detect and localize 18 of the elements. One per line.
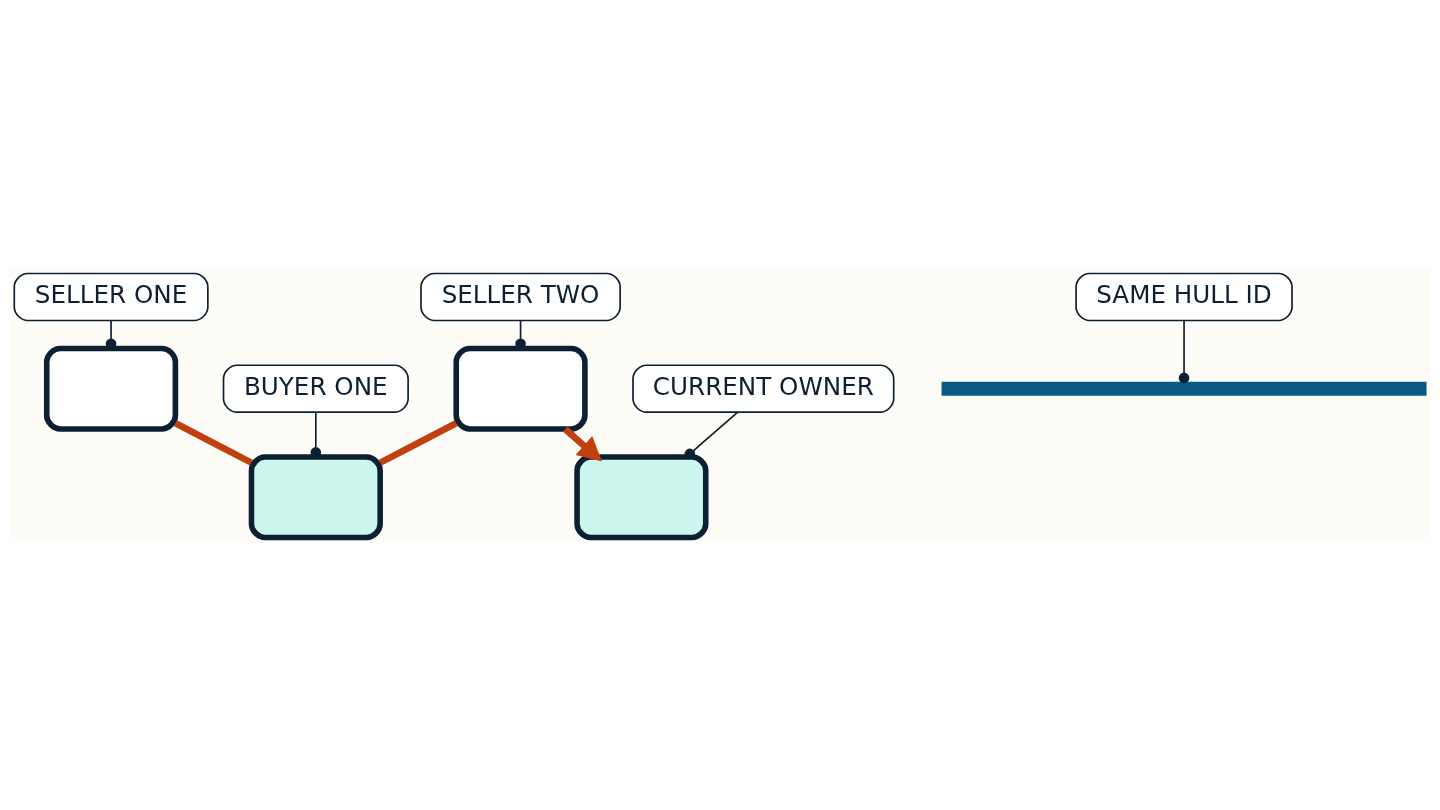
node-box: SAME HULL ID [1075,272,1293,321]
node-box: CURRENT OWNER [632,363,895,413]
connector [1178,319,1190,383]
node-bar [941,381,1427,396]
node-box: SELLER TWO [420,272,621,321]
connector [174,419,253,466]
node-box [248,453,383,540]
node-box [43,345,179,432]
node-box [453,345,588,432]
connector [378,419,458,466]
node-box: SELLER ONE [13,272,209,321]
connector [684,411,739,459]
connector [105,319,117,349]
node-box [574,453,709,540]
arrow [563,426,602,461]
connector [310,411,322,458]
node-box: BUYER ONE [222,363,409,413]
connector [515,319,526,349]
